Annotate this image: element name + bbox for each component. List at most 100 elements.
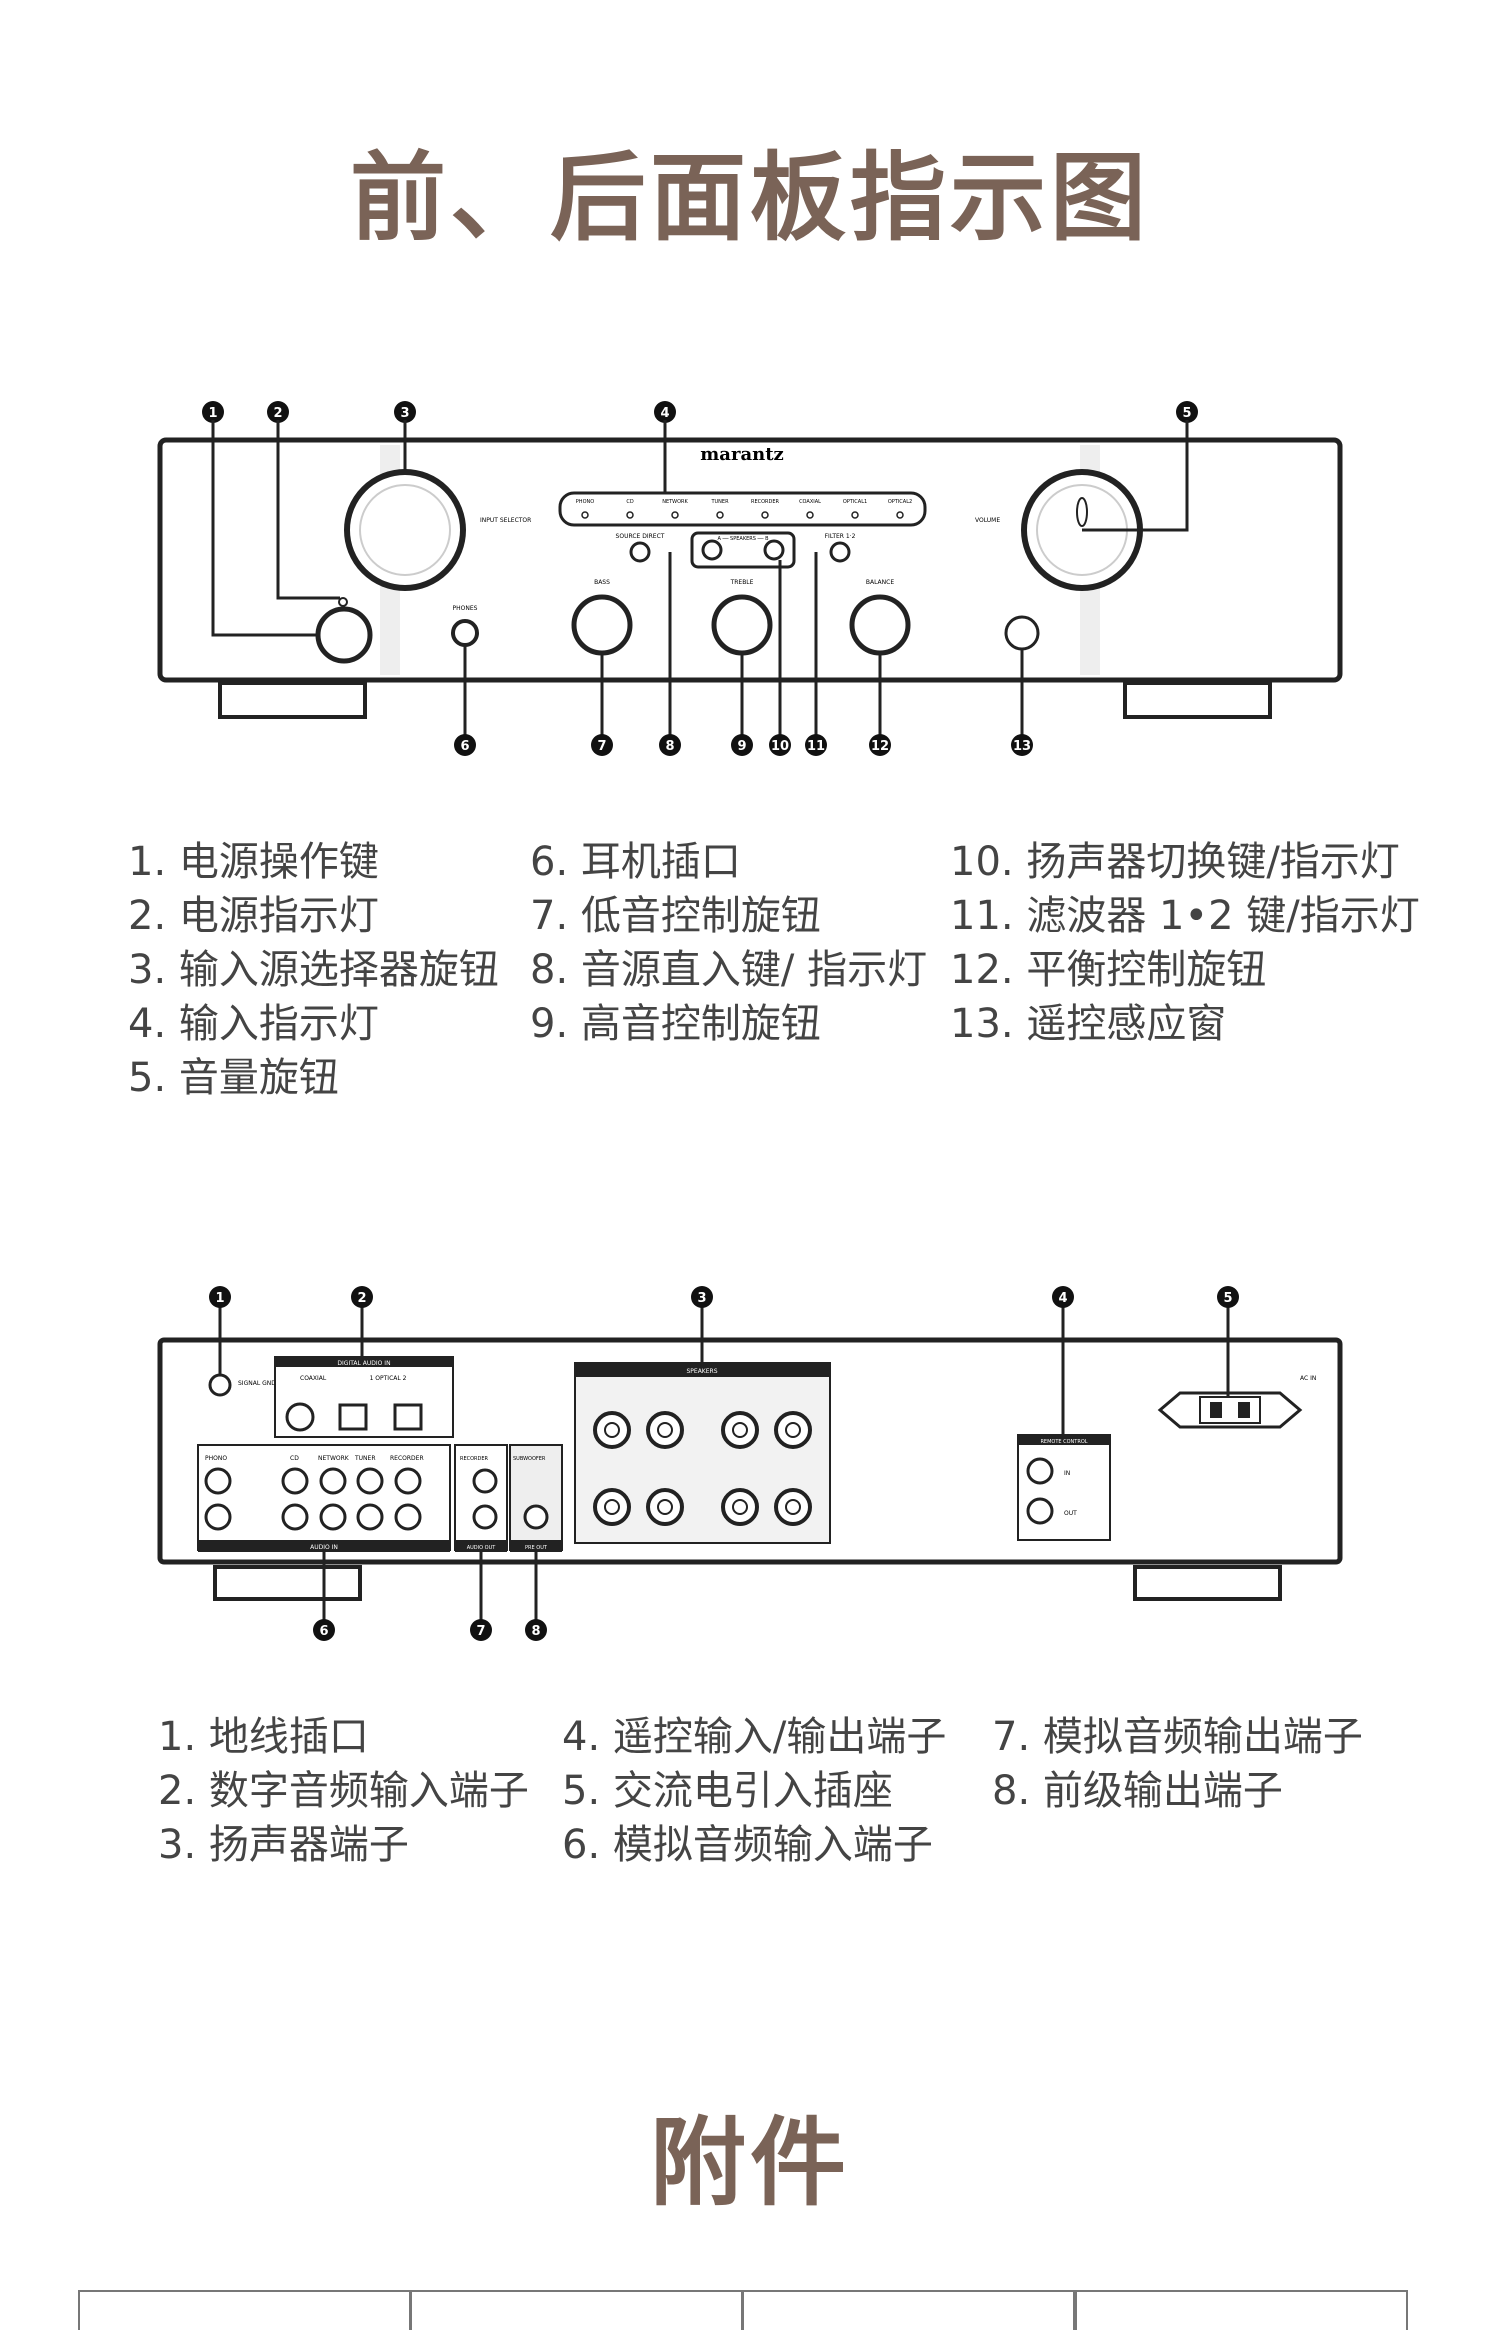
recorder-out-l-jack <box>472 1468 498 1494</box>
accessory-cell <box>78 2290 411 2330</box>
callout-4: 4 <box>654 401 676 423</box>
callout-13: 13 <box>1011 734 1033 756</box>
svg-text:1: 1 <box>215 1291 224 1306</box>
svg-text:2: 2 <box>273 406 282 421</box>
tuner-label: TUNER <box>354 1455 376 1462</box>
callout-2: 2 <box>267 401 289 423</box>
power-button <box>315 606 373 664</box>
optical-2-jack <box>393 1403 423 1431</box>
svg-text:5: 5 <box>1223 1291 1232 1306</box>
legend-item: 6. 耳机插口 <box>530 839 741 885</box>
remote-out-jack <box>1026 1497 1054 1525</box>
svg-text:7: 7 <box>476 1624 485 1639</box>
svg-text:11: 11 <box>807 739 825 754</box>
rca-jack-0-1 <box>204 1503 232 1531</box>
front-legend-col-2: 6. 耳机插口 7. 低音控制旋钮 8. 音源直入键/ 指示灯 9. 高音控制旋… <box>530 835 927 1051</box>
callout-11: 11 <box>805 734 827 756</box>
input-led-6 <box>851 511 859 519</box>
digital-audio-in-label: DIGITAL AUDIO IN <box>337 1360 390 1367</box>
legend-item: 2. 数字音频输入端子 <box>158 1768 529 1814</box>
callout-7: 7 <box>591 734 613 756</box>
svg-text:9: 9 <box>737 739 746 754</box>
svg-text:8: 8 <box>531 1624 540 1639</box>
callout-8: 8 <box>659 734 681 756</box>
legend-item: 11. 滤波器 1•2 键/指示灯 <box>950 893 1420 939</box>
rear-legend-col-2: 4. 遥控输入/输出端子 5. 交流电引入插座 6. 模拟音频输入端子 <box>562 1710 946 1872</box>
coaxial-jack <box>285 1402 315 1432</box>
input-led-3 <box>716 511 724 519</box>
input-selector-label: INPUT SELECTOR <box>480 517 531 524</box>
input-led-2 <box>671 511 679 519</box>
rear-callout-7: 7 <box>470 1619 492 1641</box>
accessories-title: 附件 <box>650 2107 850 2219</box>
callout-5: 5 <box>1176 401 1198 423</box>
legend-item: 2. 电源指示灯 <box>128 893 379 939</box>
filter-label: FILTER 1·2 <box>825 533 856 540</box>
signal-gnd-terminal <box>208 1373 232 1397</box>
rca-jack-0-0 <box>204 1467 232 1495</box>
page-title: 前、后面板指示图 <box>350 142 1150 254</box>
optical-1-jack <box>338 1403 368 1431</box>
rear-callout-5: 5 <box>1217 1286 1239 1308</box>
recorder-out-label: RECORDER <box>460 1456 489 1462</box>
speakers-label-rear: SPEAKERS <box>686 1368 717 1375</box>
optical-label: 1 OPTICAL 2 <box>370 1375 407 1382</box>
bass-knob <box>571 594 633 656</box>
front-legend-col-3: 10. 扬声器切换键/指示灯 11. 滤波器 1•2 键/指示灯 12. 平衡控… <box>950 835 1420 1051</box>
svg-text:1: 1 <box>208 406 217 421</box>
legend-item: 5. 音量旋钮 <box>128 1055 339 1101</box>
rear-callout-8: 8 <box>525 1619 547 1641</box>
ac-in-label: AC IN <box>1300 1375 1316 1382</box>
svg-text:4: 4 <box>660 406 669 421</box>
speakers-label: A ── SPEAKERS ── B <box>717 536 769 542</box>
pre-out-label: PRE OUT <box>525 1545 548 1551</box>
legend-item: 3. 扬声器端子 <box>158 1822 409 1868</box>
input-label-7: OPTICAL2 <box>888 499 912 505</box>
rear-panel-diagram: SIGNAL GND DIGITAL AUDIO IN COAXIAL 1 OP… <box>157 1286 1343 1641</box>
pre-out-panel <box>509 1444 563 1551</box>
svg-text:5: 5 <box>1182 406 1191 421</box>
rca-jack-2-0 <box>319 1467 347 1495</box>
input-indicator-bar <box>558 491 927 527</box>
legend-item: 8. 音源直入键/ 指示灯 <box>530 947 928 993</box>
rca-jack-1-1 <box>281 1503 309 1531</box>
input-led-5 <box>806 511 814 519</box>
remote-control-label: REMOTE CONTROL <box>1040 1439 1087 1445</box>
svg-text:4: 4 <box>1058 1291 1067 1306</box>
coaxial-label: COAXIAL <box>300 1375 327 1382</box>
input-led-4 <box>761 511 769 519</box>
svg-text:6: 6 <box>460 739 469 754</box>
network-label: NETWORK <box>318 1455 350 1462</box>
recorder-out-r-jack <box>472 1504 498 1530</box>
legend-item: 1. 电源操作键 <box>128 839 379 885</box>
accessory-cell <box>410 2290 743 2330</box>
input-label-2: NETWORK <box>662 499 688 505</box>
legend-item: 1. 地线插口 <box>158 1714 369 1760</box>
svg-text:12: 12 <box>871 739 889 754</box>
remote-sensor <box>1004 615 1040 651</box>
callout-1: 1 <box>202 401 224 423</box>
rear-callout-2: 2 <box>351 1286 373 1308</box>
front-foot-right <box>1123 681 1272 719</box>
legend-item: 5. 交流电引入插座 <box>562 1768 893 1814</box>
source-direct-button <box>629 541 651 563</box>
rca-jack-1-0 <box>281 1467 309 1495</box>
filter-button <box>829 541 851 563</box>
remote-control-panel <box>1017 1434 1111 1541</box>
speaker-b-button <box>763 539 785 561</box>
subwoofer-jack <box>523 1504 549 1530</box>
rear-foot-left <box>213 1565 362 1601</box>
callout-12: 12 <box>869 734 891 756</box>
phones-jack <box>451 619 479 647</box>
svg-text:6: 6 <box>319 1624 328 1639</box>
svg-text:2: 2 <box>357 1291 366 1306</box>
input-label-3: TUNER <box>710 499 729 505</box>
rear-foot-right <box>1133 1565 1282 1601</box>
rca-jack-3-0 <box>356 1467 384 1495</box>
treble-knob <box>711 594 773 656</box>
rear-callout-4: 4 <box>1052 1286 1074 1308</box>
legend-item: 12. 平衡控制旋钮 <box>950 947 1267 993</box>
speaker-a-button <box>701 539 723 561</box>
front-foot-left <box>218 681 367 719</box>
input-led-1 <box>626 511 634 519</box>
